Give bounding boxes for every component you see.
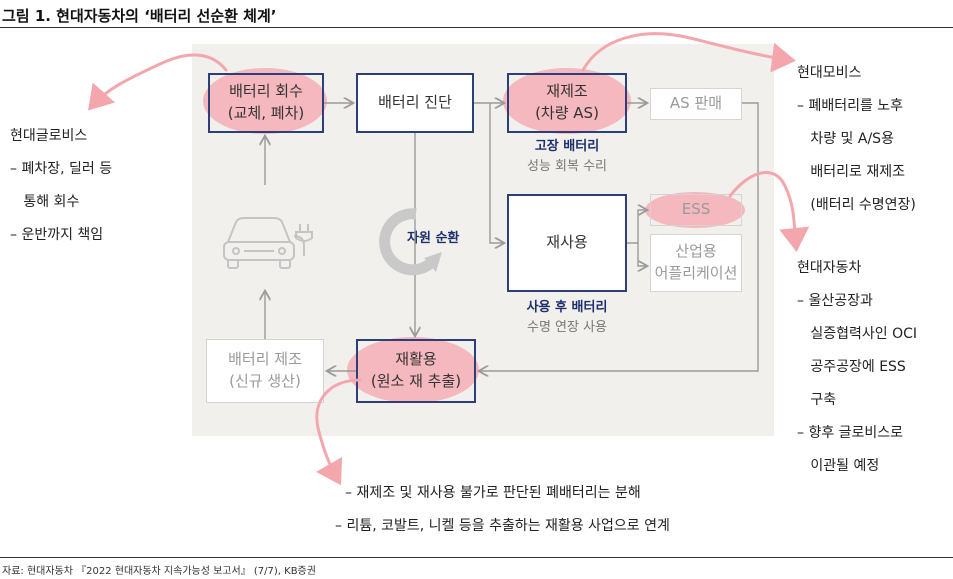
figure-source: 자료: 현대자동차 『2022 현대자동차 지속가능성 보고서』 (7/7), … — [2, 566, 316, 577]
collect-box-line2: (교체, 폐차) — [227, 104, 305, 122]
hmc-line4: 구축 — [797, 392, 837, 408]
used-battery-title: 사용 후 배터리 — [526, 300, 608, 315]
remanufacture-box-line1: 재제조 — [546, 82, 588, 101]
glovis-annotation: 현대글로비스 – 폐차장, 딜러 등 통해 회수 – 운반까지 책임 — [10, 120, 112, 252]
ess-box: ESS — [650, 194, 742, 226]
as-sales-box: AS 판매 — [650, 88, 742, 120]
mobis-line4: (배터리 수명연장) — [797, 197, 916, 213]
industrial-box-line2: 어플리케이션 — [654, 264, 738, 282]
electric-car-icon — [223, 217, 313, 269]
arrow-reuse-to-ess — [627, 210, 646, 244]
hmc-line3: 공주공장에 ESS — [797, 359, 906, 375]
glovis-title: 현대글로비스 — [10, 128, 88, 144]
produce-box: 배터리 제조 (신규 생산) — [206, 339, 324, 403]
hmc-annotation: 현대자동차 – 울산공장과 실증협력사인 OCI 공주공장에 ESS 구축 – … — [797, 252, 917, 483]
highlight-ess — [645, 192, 745, 228]
resource-cycle-label: 자원 순환 — [407, 229, 477, 249]
pink-arrow-to-recycle-note — [315, 378, 362, 486]
ess-box-line1: ESS — [681, 200, 711, 219]
recycle-note-line2: – 리튬, 코발트, 니켈 등을 추출하는 재활용 사업으로 연계 — [335, 518, 670, 534]
remanufacture-box: 재제조 (차량 AS) — [507, 73, 627, 133]
top-rule — [0, 27, 953, 28]
used-battery-label: 사용 후 배터리 수명 연장 사용 — [500, 298, 634, 337]
industrial-box: 산업용 어플리케이션 — [650, 234, 742, 292]
faulty-battery-label: 고장 배터리 성능 회복 수리 — [507, 137, 627, 176]
diagnose-box-line1: 배터리 진단 — [378, 93, 452, 112]
highlight-remanufacture — [503, 68, 631, 134]
recycle-note-line1: – 재제조 및 재사용 불가로 판단된 폐배터리는 분해 — [345, 485, 641, 501]
pink-arrow-to-hmc — [728, 171, 810, 252]
hmc-line5: – 향후 글로비스로 — [797, 425, 904, 441]
arrow-branch-to-reuse — [489, 103, 503, 243]
mobis-annotation: 현대모비스 – 폐배터리를 노후 차량 및 A/S용 배터리로 재제조 (배터리… — [797, 57, 916, 222]
glovis-line2: 통해 회수 — [10, 194, 80, 210]
recycle-box-line1: 재활용 — [395, 350, 437, 369]
recycle-box-line2: (원소 재 추출) — [370, 372, 462, 390]
glovis-line1: – 폐차장, 딜러 등 — [10, 161, 113, 177]
highlight-recycle — [347, 337, 479, 403]
mobis-line2: 차량 및 A/S용 — [797, 131, 894, 147]
collect-box: 배터리 회수 (교체, 폐차) — [208, 73, 324, 133]
mobis-line3: 배터리로 재제조 — [797, 164, 905, 180]
pink-arrow-to-mobis — [581, 32, 796, 73]
faulty-battery-title: 고장 배터리 — [534, 139, 600, 154]
arrow-return-to-recycle — [480, 102, 759, 371]
bottom-rule — [0, 557, 953, 558]
figure-title: 그림 1. 현대자동차의 ‘배터리 선순환 체계’ — [2, 7, 277, 25]
industrial-box-line1: 산업용 — [675, 242, 717, 261]
used-battery-sub: 수명 연장 사용 — [526, 319, 608, 335]
arrow-reuse-to-industrial — [637, 243, 646, 266]
highlight-collect — [203, 68, 327, 134]
recycle-box: 재활용 (원소 재 추출) — [356, 339, 476, 403]
collect-box-line1: 배터리 회수 — [229, 82, 303, 101]
hmc-line6: 이관될 예정 — [797, 458, 880, 474]
resource-cycle-text: 자원 순환 — [407, 231, 460, 246]
remanufacture-box-line2: (차량 AS) — [535, 104, 599, 122]
glovis-line3: – 운반까지 책임 — [10, 227, 104, 243]
produce-box-line2: (신규 생산) — [229, 372, 301, 390]
reuse-box-line1: 재사용 — [546, 233, 588, 252]
hmc-line1: – 울산공장과 — [797, 293, 873, 309]
mobis-line1: – 폐배터리를 노후 — [797, 98, 904, 114]
faulty-battery-sub: 성능 회복 수리 — [526, 158, 608, 174]
as-sales-box-line1: AS 판매 — [669, 94, 723, 113]
hmc-title: 현대자동차 — [797, 260, 862, 276]
produce-box-line1: 배터리 제조 — [228, 350, 302, 369]
pink-arrow-to-glovis — [88, 53, 228, 111]
reuse-box: 재사용 — [507, 194, 627, 292]
diagnose-box: 배터리 진단 — [356, 73, 474, 133]
mobis-title: 현대모비스 — [797, 65, 862, 81]
hmc-line2: 실증협력사인 OCI — [797, 326, 918, 342]
recycle-cycle-icon — [379, 208, 442, 276]
